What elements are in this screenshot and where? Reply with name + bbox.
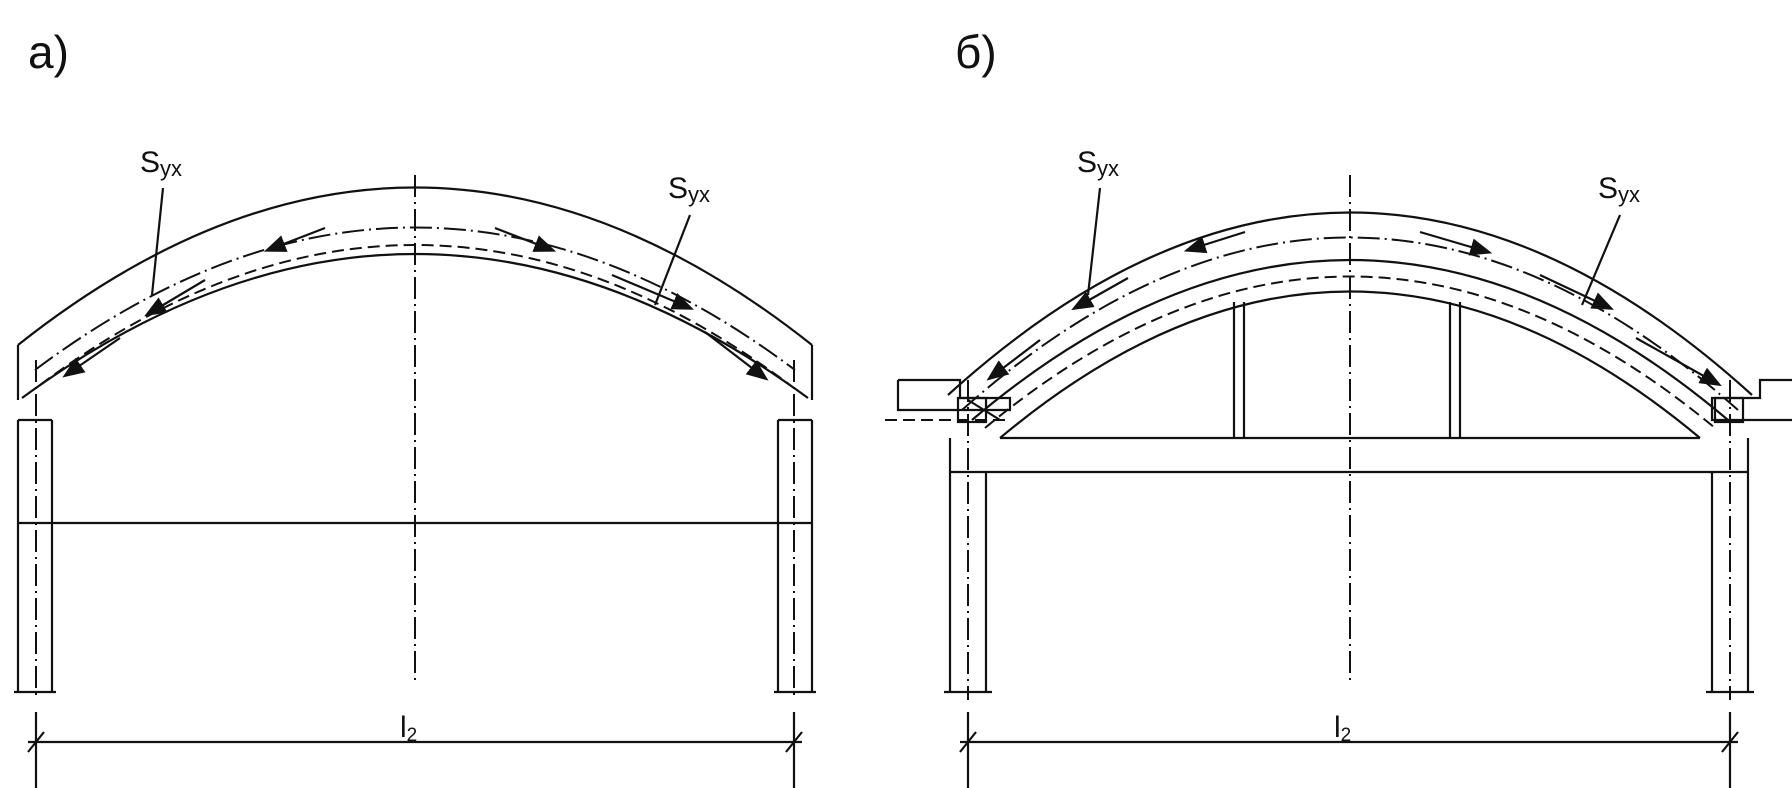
panel-b-span-label: l2 bbox=[1334, 711, 1351, 746]
panel-b-shear-arrows bbox=[986, 230, 1722, 387]
shear-arrow bbox=[1183, 230, 1246, 254]
panel-a-left-column bbox=[14, 360, 56, 700]
panel-b-flow-label-left: Syx bbox=[1077, 146, 1119, 181]
panel-b: б) bbox=[885, 26, 1792, 788]
shear-arrow bbox=[494, 226, 557, 252]
panel-a-leader-left bbox=[150, 187, 165, 296]
shear-arrow bbox=[144, 279, 206, 317]
panel-a-flow-label-right: Syx bbox=[668, 172, 710, 207]
shear-arrow bbox=[986, 339, 1041, 381]
shear-arrow bbox=[1419, 230, 1493, 256]
panel-a-shear-arrows bbox=[62, 226, 769, 381]
panel-b-leader-right bbox=[1580, 214, 1622, 306]
panel-b-left-column bbox=[944, 380, 992, 700]
panel-b-leader-left bbox=[1086, 187, 1102, 296]
panel-a-right-column bbox=[774, 360, 816, 700]
panel-a: а) bbox=[14, 26, 816, 788]
shear-arrow bbox=[704, 331, 769, 381]
shear-arrow bbox=[263, 226, 326, 252]
shear-arrow bbox=[62, 337, 121, 378]
panel-a-leader-right bbox=[653, 214, 692, 306]
shear-arrow bbox=[1635, 337, 1722, 387]
panel-b-left-eave bbox=[885, 378, 1012, 424]
panel-b-label: б) bbox=[955, 26, 997, 78]
panel-b-main-beam bbox=[948, 438, 1750, 474]
panel-a-label: а) bbox=[28, 26, 69, 78]
shear-arrow bbox=[611, 273, 695, 310]
panel-a-span-dimension: l2 bbox=[27, 711, 803, 788]
panel-b-flow-label-right: Syx bbox=[1598, 172, 1640, 207]
panel-a-flow-label-left: Syx bbox=[140, 146, 182, 181]
panel-a-span-label: l2 bbox=[400, 711, 417, 746]
panel-b-span-dimension: l2 bbox=[959, 711, 1739, 788]
shear-arrow bbox=[1071, 277, 1129, 311]
panel-b-right-column bbox=[1706, 380, 1754, 700]
shear-arrow bbox=[1539, 274, 1614, 310]
panel-b-truss bbox=[1000, 302, 1700, 440]
